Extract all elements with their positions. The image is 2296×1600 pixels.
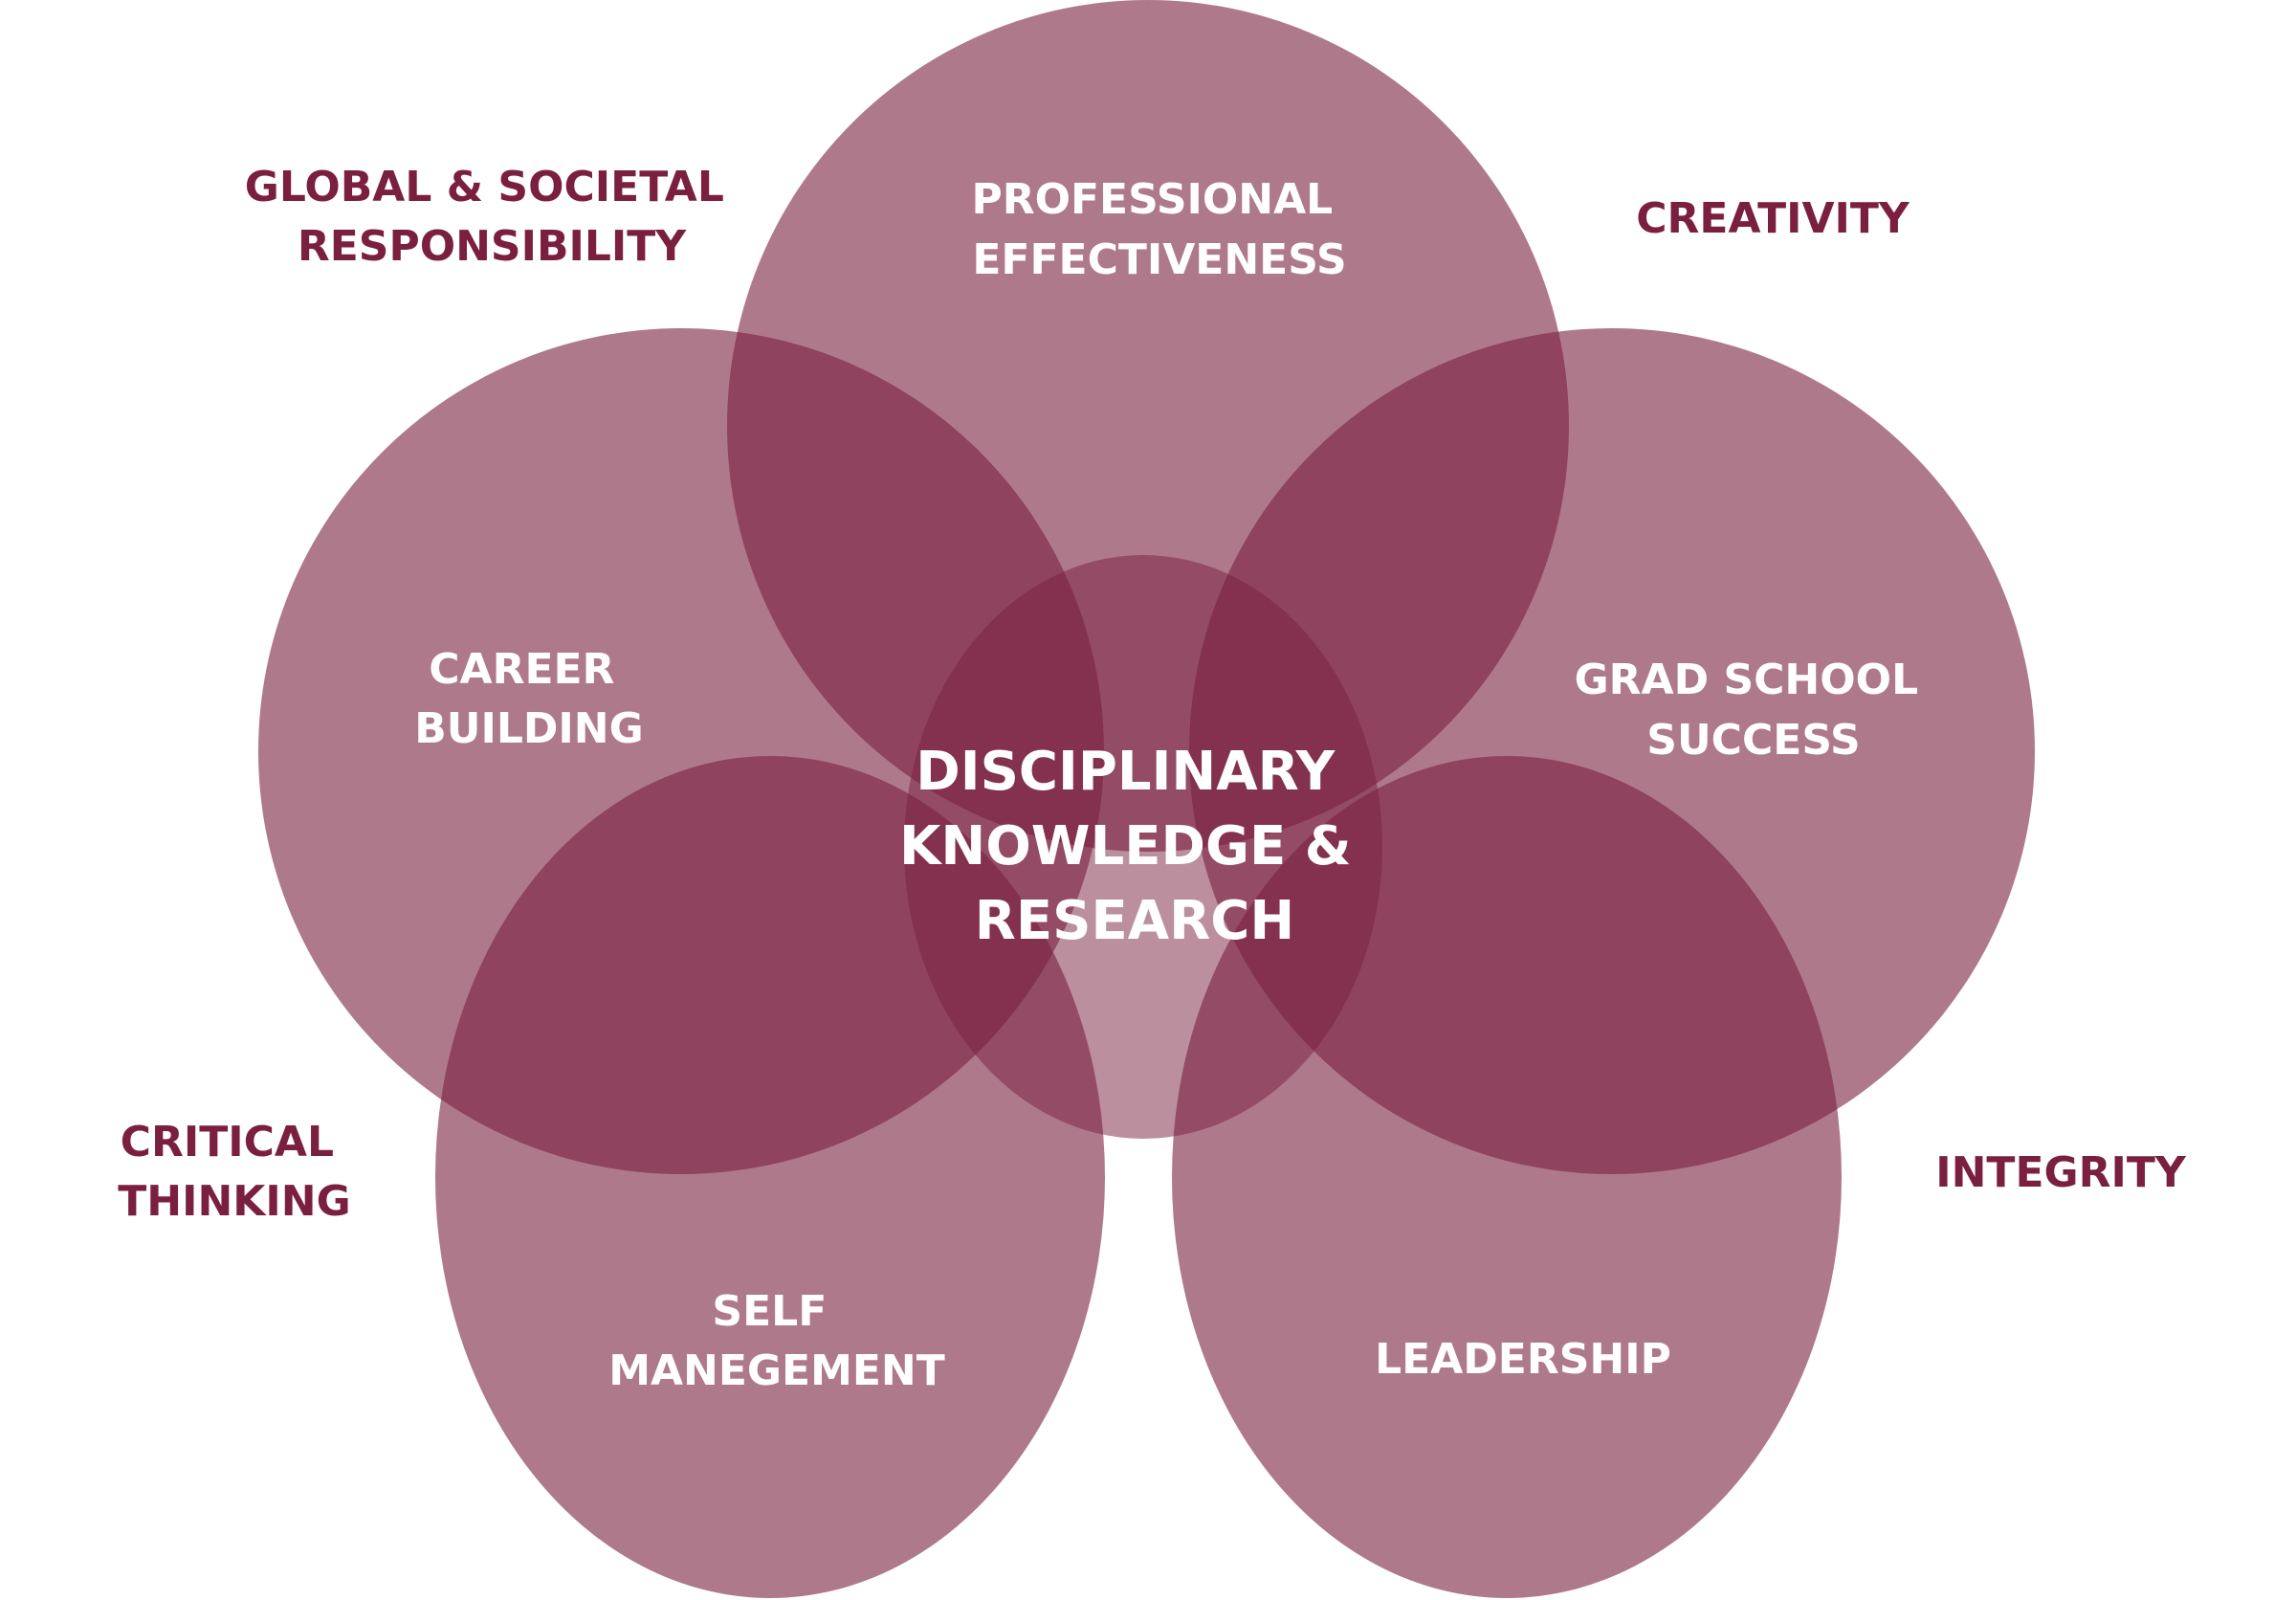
outer-critical-line-1: CRITICAL [121, 1118, 334, 1167]
outer-label-integrity: INTEGRITY [1935, 1148, 2187, 1197]
label-self-line-1: SELF [712, 1287, 827, 1336]
outer-label-global-societal: GLOBAL & SOCIETAL RESPONSIBILITY [245, 163, 739, 271]
outer-global-line-2: RESPONSIBILITY [298, 222, 687, 271]
core-disciplinary-knowledge [904, 555, 1382, 1139]
center-line-1: DISCIPLINARY [916, 741, 1336, 803]
outer-label-critical-thinking: CRITICAL THINKING [118, 1118, 350, 1226]
label-career-building: CAREER BUILDING [414, 645, 644, 753]
label-grad-line-2: SUCCESS [1646, 716, 1860, 765]
label-professional-line-1: PROFESSIONAL [971, 175, 1333, 224]
label-career-line-2: BUILDING [414, 704, 644, 753]
outer-global-line-1: GLOBAL & SOCIETAL [245, 163, 724, 211]
label-professional-line-2: EFFECTIVENESS [972, 235, 1346, 284]
outer-integrity-line-1: INTEGRITY [1935, 1148, 2187, 1197]
outer-creativity-line-1: CREATIVITY [1636, 194, 1910, 243]
lobes-group [258, 0, 2035, 1598]
center-line-3: RESEARCH [975, 890, 1294, 952]
label-grad-line-1: GRAD SCHOOL [1575, 656, 1919, 704]
label-career-line-1: CAREER [429, 645, 614, 694]
label-self-management: SELF MANEGEMENT [608, 1287, 945, 1395]
outer-critical-line-2: THINKING [118, 1177, 350, 1226]
center-line-2: KNOWLEDGE & [899, 815, 1352, 878]
label-grad-school-success: GRAD SCHOOL SUCCESS [1575, 656, 1933, 765]
label-leadership: LEADERSHIP [1375, 1335, 1671, 1384]
label-professional-effectiveness: PROFESSIONAL EFFECTIVENESS [971, 175, 1347, 284]
label-self-line-2: MANEGEMENT [608, 1346, 945, 1395]
label-leadership-line-1: LEADERSHIP [1375, 1335, 1671, 1384]
outer-label-creativity: CREATIVITY [1636, 194, 1910, 243]
label-center-disciplinary: DISCIPLINARY KNOWLEDGE & RESEARCH [899, 741, 1370, 952]
